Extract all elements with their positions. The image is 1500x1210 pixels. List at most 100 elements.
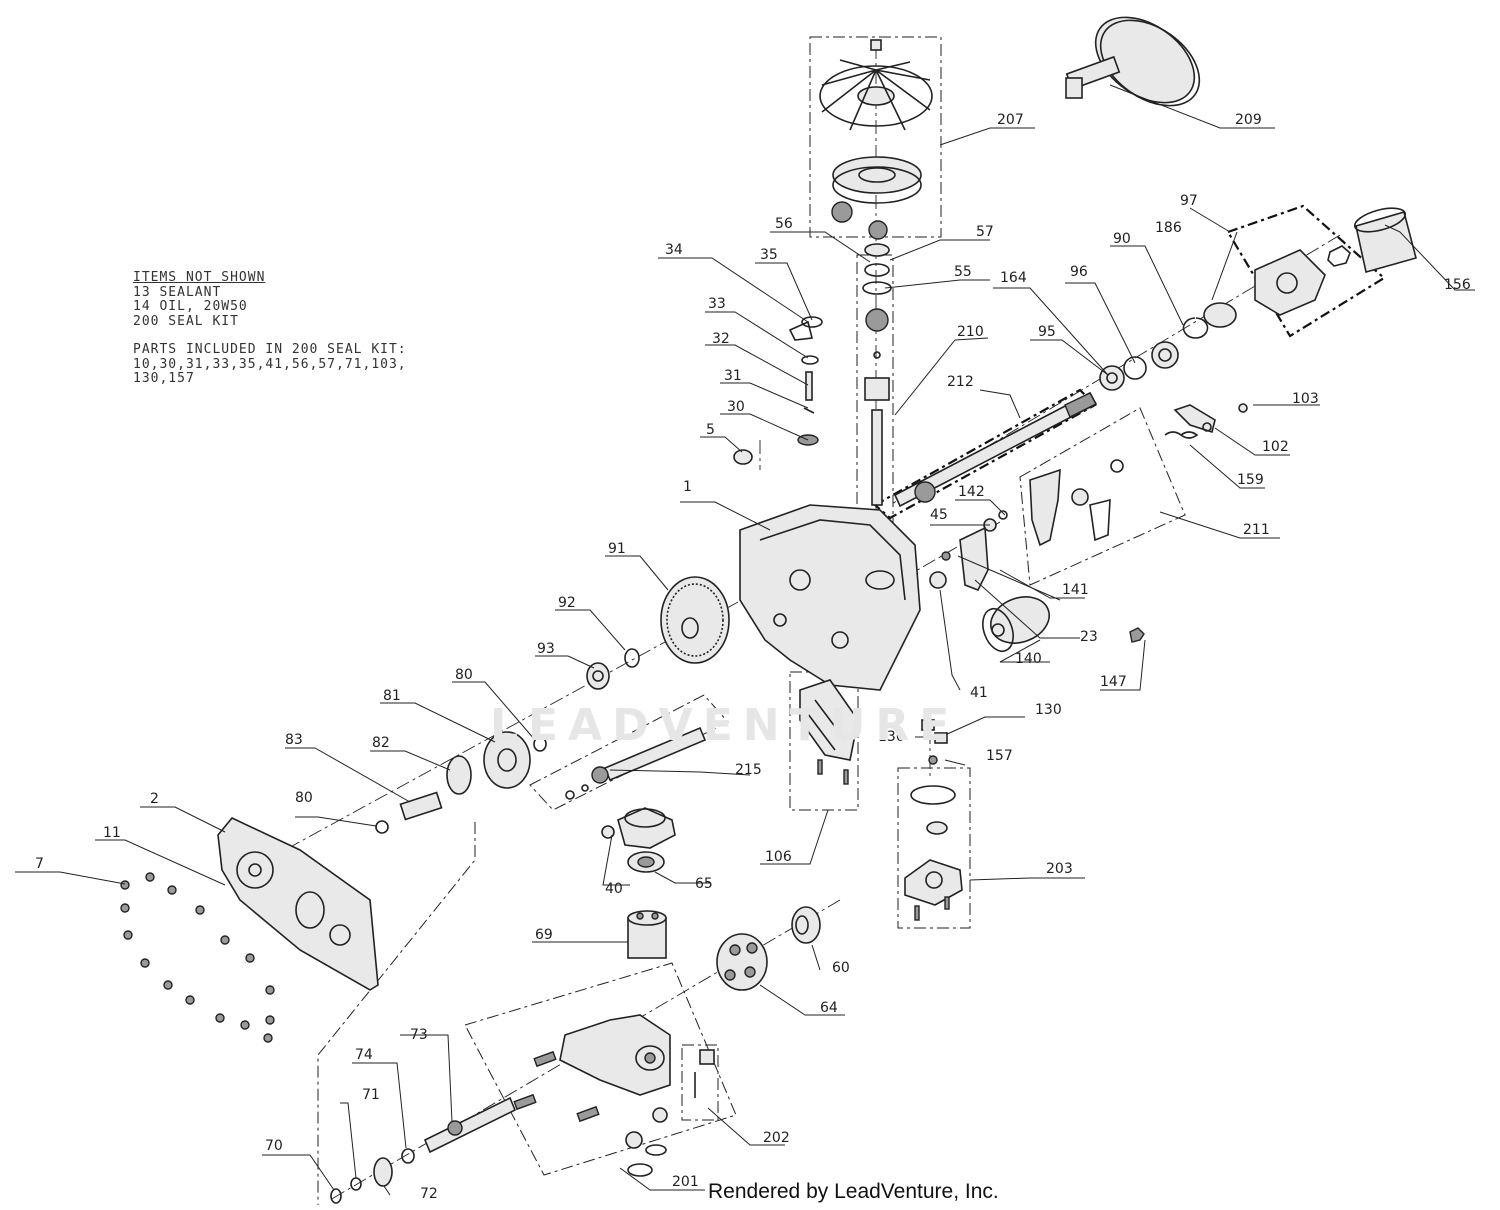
footer-credit: Rendered by LeadVenture, Inc.	[708, 1180, 999, 1203]
filter-group-box	[897, 767, 971, 929]
callout-93: 93	[537, 641, 555, 657]
oil-filter-icon	[982, 596, 1050, 653]
fan-gear-icon	[831, 201, 888, 240]
filter-kit-icon	[904, 785, 963, 921]
main-housing-icon	[739, 504, 921, 691]
callout-33: 33	[708, 296, 726, 312]
callout-64: 64	[820, 1000, 838, 1016]
callout-56: 56	[775, 216, 793, 232]
callout-130-left: 130	[878, 729, 905, 745]
callout-157: 157	[986, 748, 1013, 764]
callout-96: 96	[1070, 264, 1088, 280]
seal-60-bore-icon	[795, 915, 809, 935]
callout-207: 207	[997, 112, 1024, 128]
callout-11: 11	[103, 825, 121, 841]
callout-210: 210	[957, 324, 984, 340]
notes-title: ITEMS NOT SHOWN	[133, 270, 266, 285]
bearing-93-icon	[586, 662, 610, 690]
center-section-group-box	[464, 962, 737, 1176]
shaft-83-icon	[399, 791, 443, 821]
gear-81-bore-icon	[497, 748, 517, 772]
callout-80-lower: 80	[295, 790, 313, 806]
watermark-logo: LEADVENTURE	[490, 700, 960, 751]
callout-142: 142	[958, 484, 985, 500]
brake-components-icon	[929, 510, 1008, 592]
callout-91: 91	[608, 541, 626, 557]
callout-1: 1	[683, 479, 692, 495]
seal-kit-line: 10,30,31,33,35,41,56,57,71,103,	[133, 356, 407, 372]
return-arm-icon	[1164, 403, 1248, 439]
motor-shaft-icon	[565, 726, 707, 800]
notes-item: 13 SEALANT	[133, 284, 222, 300]
callout-81: 81	[383, 688, 401, 704]
callout-103: 103	[1292, 391, 1319, 407]
large-gear-icon	[660, 576, 730, 664]
valve-157-icon	[928, 755, 938, 765]
notes-item: 200 SEAL KIT	[133, 313, 239, 329]
callout-2: 2	[150, 791, 159, 807]
callout-55: 55	[954, 264, 972, 280]
drain-plug-icon	[733, 449, 753, 465]
leader-lines	[15, 84, 1475, 1196]
callout-95: 95	[1038, 324, 1056, 340]
callout-7: 7	[35, 856, 44, 872]
motor-block-icon	[716, 933, 768, 991]
callout-130-right: 130	[1035, 702, 1062, 718]
plug-130b-icon	[934, 732, 948, 744]
cover-centerline-box	[317, 822, 476, 1205]
callout-82: 82	[372, 735, 390, 751]
callout-106: 106	[765, 849, 792, 865]
callout-140: 140	[1015, 651, 1042, 667]
axle-ring-stack-icon	[1099, 302, 1237, 391]
axle-shaft-icon	[893, 391, 1098, 508]
callout-31: 31	[724, 368, 742, 384]
callout-186: 186	[1155, 220, 1182, 236]
input-shaft-stack-icon	[862, 243, 892, 506]
bracket-icon	[799, 679, 859, 785]
fan-pulley-group-box	[809, 36, 942, 238]
side-cover-icon	[217, 817, 379, 991]
pump-shaft-icon	[423, 1096, 517, 1154]
callout-65: 65	[695, 876, 713, 892]
spring-icon	[1129, 627, 1145, 643]
callout-5: 5	[706, 422, 715, 438]
callout-211: 211	[1243, 522, 1270, 538]
callout-35: 35	[760, 247, 778, 263]
callout-92: 92	[558, 595, 576, 611]
callout-147: 147	[1100, 674, 1127, 690]
items-not-shown-notes: ITEMS NOT SHOWN 13 SEALANT 14 OIL, 20W50…	[133, 270, 407, 387]
seal-kit-heading: PARTS INCLUDED IN 200 SEAL KIT:	[133, 342, 407, 357]
drive-hub-icon	[1065, 16, 1201, 107]
valve-assembly-icon	[694, 1049, 715, 1098]
plug-130a-icon	[921, 719, 935, 731]
callout-labels: 207 209 97 186 90 156 56 57 55 34 35 33 …	[35, 112, 1471, 1202]
callout-141: 141	[1062, 582, 1089, 598]
notes-item: 14 OIL, 20W50	[133, 299, 248, 314]
hub-assembly-icon	[1254, 245, 1351, 316]
callout-40: 40	[605, 881, 623, 897]
ring-70-icon	[330, 1188, 342, 1204]
washer-80b-icon	[375, 820, 389, 834]
callout-159: 159	[1237, 472, 1264, 488]
seal-65-bore-icon	[637, 856, 655, 868]
motor-shaft-group-box	[529, 694, 729, 811]
pinion-82-icon	[446, 755, 472, 795]
pulley-icon	[832, 156, 922, 204]
callout-212: 212	[947, 374, 974, 390]
callout-32: 32	[712, 331, 730, 347]
callout-102: 102	[1262, 439, 1289, 455]
valve-group-box	[681, 1044, 719, 1121]
cover-bolts-icon	[120, 872, 275, 1043]
callout-209: 209	[1235, 112, 1262, 128]
callout-30: 30	[727, 399, 745, 415]
gear-81-icon	[483, 731, 531, 789]
callout-34: 34	[665, 242, 683, 258]
ring-71-icon	[350, 1177, 362, 1191]
callout-83: 83	[285, 732, 303, 748]
callout-202: 202	[763, 1130, 790, 1146]
callout-215: 215	[735, 762, 762, 778]
callout-57: 57	[976, 224, 994, 240]
center-section-icon	[513, 1014, 671, 1177]
